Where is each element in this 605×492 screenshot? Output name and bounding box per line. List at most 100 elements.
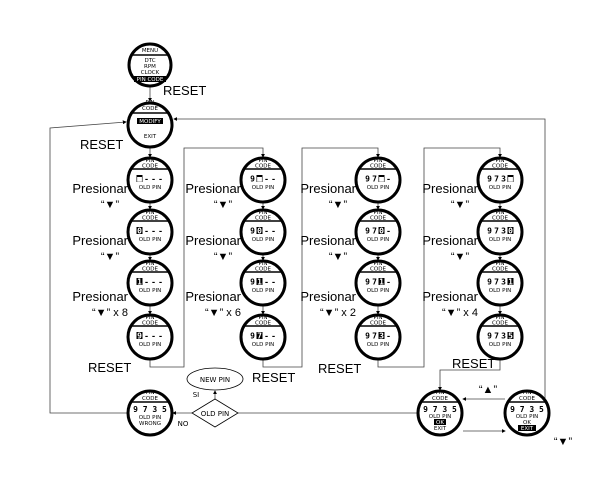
pin-digit: 7 <box>372 278 377 287</box>
pin-digit: 7 <box>494 332 499 341</box>
digit-cursor <box>256 175 263 182</box>
key-label: “▼” <box>101 199 120 211</box>
pin-digit: 9 <box>250 175 255 184</box>
screen-header-line1: PIN <box>145 261 154 267</box>
pin-digit: 9 <box>365 175 370 184</box>
ok-b-line1: OLD PIN <box>516 414 538 420</box>
wrong-line1: OLD PIN <box>139 415 161 421</box>
key-label: “▼” <box>214 251 233 263</box>
pin-digit: ■ <box>508 175 513 184</box>
pin-digit: 7 <box>494 175 499 184</box>
key-label: “▼” <box>329 199 348 211</box>
digit-cursor <box>507 278 514 285</box>
pin-digit: - <box>386 227 391 236</box>
pin-digit: 9 <box>487 175 492 184</box>
press-label: Presionar <box>185 289 241 304</box>
reset-label: RESET <box>88 360 131 375</box>
screen-header-line2: CODE <box>492 321 508 327</box>
digit-cursor <box>256 278 263 285</box>
screen-footer: OLD PIN <box>139 237 161 243</box>
digit-cursor <box>507 332 514 339</box>
pin-digit: 1 <box>257 278 262 287</box>
ok-screen-exit-selected: PIN CODE 9 7 3 5 OLD PIN OK EXIT <box>503 389 551 437</box>
screen-header-line2: CODE <box>142 164 158 170</box>
arrow-col1-to-col2 <box>149 147 265 368</box>
digit-cursor <box>136 175 143 182</box>
reset-label-modify: RESET <box>80 137 123 152</box>
screen-header-line1: PIN <box>495 210 504 216</box>
screen-header-line2: CODE <box>370 164 386 170</box>
press-label: Presionar <box>72 233 128 248</box>
pin-digit: 9 <box>487 278 492 287</box>
screen-footer: OLD PIN <box>367 342 389 348</box>
pin-digit: ■ <box>137 175 142 184</box>
digit-cursor <box>378 227 385 234</box>
pin-digit: ■ <box>257 175 262 184</box>
digit-cursor <box>507 227 514 234</box>
key-label: “▼” <box>451 199 470 211</box>
decision-yes-label: SI <box>193 391 200 399</box>
pin-digit: 5 <box>508 332 513 341</box>
wrong-code: 9 7 3 5 <box>133 405 167 414</box>
screen-header-line2: CODE <box>142 267 158 273</box>
screen-header-line1: PIN <box>258 315 267 321</box>
screen-header-line2: CODE <box>492 267 508 273</box>
ok-a-header-line2: CODE <box>432 396 448 402</box>
pin-digit: - <box>151 175 156 184</box>
press-label: Presionar <box>300 181 356 196</box>
pin-digit: - <box>386 332 391 341</box>
pin-digit: - <box>151 227 156 236</box>
screen-header-line2: CODE <box>370 216 386 222</box>
pin-header-line2: CODE <box>142 106 158 112</box>
modify-option: MODIFY <box>139 119 161 125</box>
key-label: “▼” <box>329 251 348 263</box>
digit-cursor <box>256 332 263 339</box>
ok-a-header-line1: PIN <box>435 390 444 396</box>
press-label: Presionar <box>422 233 478 248</box>
down-key-label: “▼” <box>554 436 573 448</box>
old-pin-decision: OLD PIN SI NO <box>178 391 239 428</box>
screen-footer: OLD PIN <box>139 288 161 294</box>
key-label: “▼” x 8 <box>92 307 128 319</box>
arrow-col4-to-ok <box>438 359 501 391</box>
pin-digit: 9 <box>365 278 370 287</box>
wrong-header-line1: PIN <box>145 390 154 396</box>
decision-label: OLD PIN <box>201 410 230 418</box>
press-label: Presionar <box>185 233 241 248</box>
pin-digit: 9 <box>487 227 492 236</box>
screen-header-line1: PIN <box>258 261 267 267</box>
key-label: “▼” <box>101 251 120 263</box>
pin-digit: 0 <box>257 227 262 236</box>
screen-header-line1: PIN <box>258 158 267 164</box>
pin-digit: 9 <box>487 332 492 341</box>
pin-digit: 1 <box>508 278 513 287</box>
screen-footer: OLD PIN <box>252 185 274 191</box>
key-label: “▼” <box>214 199 233 211</box>
digit-cursor <box>378 332 385 339</box>
screen-footer: OLD PIN <box>367 288 389 294</box>
arrow-col2-to-col3 <box>262 147 380 368</box>
pin-digit: - <box>144 175 149 184</box>
pin-digit: 3 <box>501 175 506 184</box>
pin-digit: - <box>144 278 149 287</box>
press-label: Presionar <box>300 289 356 304</box>
menu-screen: MENU DTC RPM CLOCK PIN CODE <box>127 42 173 88</box>
pin-digit: - <box>264 278 269 287</box>
key-label: “▼” <box>451 251 470 263</box>
screen-header-line2: CODE <box>492 216 508 222</box>
screen-footer: OLD PIN <box>252 237 274 243</box>
pin-digit: 7 <box>372 175 377 184</box>
pin-header-line1: PIN <box>145 100 154 106</box>
wrong-pin-screen: PIN CODE 9 7 3 5 OLD PIN WRONG <box>126 389 174 437</box>
digit-cursor <box>256 227 263 234</box>
pin-digit: 7 <box>494 278 499 287</box>
